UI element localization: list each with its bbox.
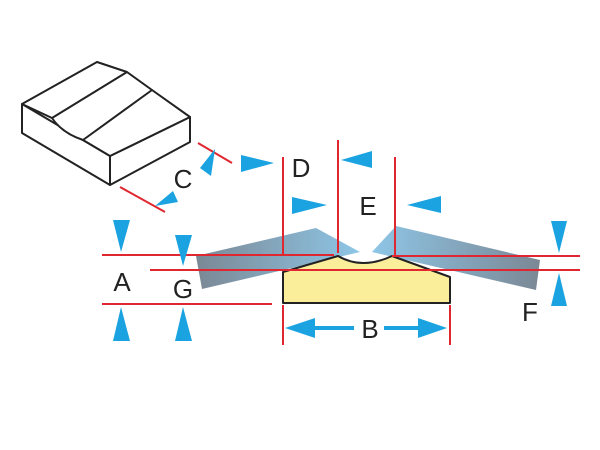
left-tool-piece [196,228,360,289]
arrow-b-left [285,318,315,338]
arrow-d-right [341,151,372,168]
arrow-a-bottom [113,307,130,341]
block-groove-line [51,71,128,119]
arrow-d-left [241,155,274,172]
dimension-line-c-top [197,142,233,164]
arrow-f-top [551,221,567,253]
arrow-b-left-shaft [314,326,354,330]
label-e: E [359,191,376,221]
arrow-f-bottom [551,273,567,306]
workpiece-profile [282,255,451,304]
arrow-c-upper [200,149,215,176]
arrow-e-right [407,196,441,213]
label-b: B [361,314,378,344]
block-top-face [21,61,191,157]
arrow-c-lower [155,191,178,206]
arrow-g-top [175,235,192,266]
right-tool-piece [372,226,540,290]
arrow-b-right [418,318,447,338]
dimension-arrows [113,149,567,341]
dimension-line-c-bottom [119,186,166,213]
label-d: D [292,153,311,183]
label-f: F [522,297,538,327]
dimension-lines [102,140,580,345]
arrow-b-right-shaft [384,326,419,330]
arrow-a-top [113,220,130,252]
label-c: C [174,164,193,194]
arrow-e-left [292,197,327,214]
label-a: A [113,267,131,297]
block-groove-line [82,89,153,141]
isometric-block [21,61,191,186]
arrow-g-bottom [175,307,192,341]
label-g: G [173,274,193,304]
